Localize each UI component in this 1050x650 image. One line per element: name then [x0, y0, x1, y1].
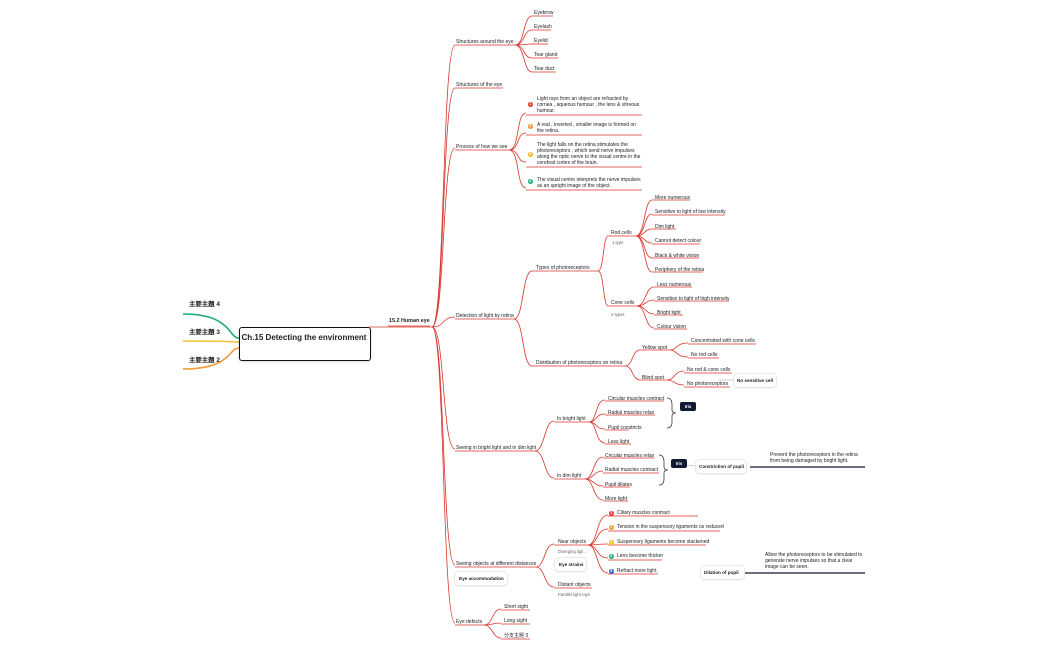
main-branch-human-eye[interactable]: 15.2 Human eye	[389, 318, 430, 324]
acc-step-3[interactable]: Suspensory ligaments become slackened	[617, 539, 710, 545]
blind-item-2[interactable]: No photoreceptors	[687, 381, 729, 387]
topic-detection[interactable]: Detection of light by retina	[456, 313, 514, 319]
rod-cells[interactable]: Rod cells	[611, 230, 632, 236]
cone-item-1[interactable]: Less numerous	[657, 282, 692, 288]
eye-strains: Eye strains	[559, 562, 584, 567]
defect-subtopic-3[interactable]: 分支主題 3	[504, 633, 529, 639]
distant-objects[interactable]: Distant objects	[558, 582, 591, 588]
eye-accommodation: Eye accommodation	[459, 576, 504, 581]
root-topic-box[interactable]	[239, 327, 371, 361]
left-topic-2[interactable]: 主要主題 2	[189, 357, 220, 364]
item-eyelid[interactable]: Eyelid	[534, 38, 548, 44]
iris-bright[interactable]: Iris	[680, 402, 696, 411]
rod-item-2[interactable]: Sensitive to light of low intensity	[655, 209, 726, 215]
item-eyebrow[interactable]: Eyebrow	[534, 10, 554, 16]
defect-short-sight[interactable]: Short sight	[504, 604, 528, 610]
left-topic-4[interactable]: 主要主題 4	[189, 301, 220, 308]
item-tear-gland[interactable]: Tear gland	[534, 52, 558, 58]
step-number-2: 2	[528, 124, 533, 129]
step-number-3: 3	[528, 152, 533, 157]
types-of-photoreceptors[interactable]: Types of photoreceptors	[536, 265, 590, 271]
yellow-spot[interactable]: Yellow spot	[642, 345, 668, 351]
no-sensitive-cell: No sensitive cell	[737, 378, 774, 383]
acc-step-4[interactable]: Lens become thicker	[617, 553, 664, 559]
cone-item-3[interactable]: Bright light	[657, 310, 681, 316]
constriction-of-pupil: Constriction of pupil	[699, 464, 744, 469]
dim-item-1[interactable]: Circular muscles relax	[605, 453, 655, 459]
bright-item-4[interactable]: Less light	[608, 439, 630, 445]
rod-item-3[interactable]: Dim light	[655, 224, 675, 230]
cone-cells-note: 3 types	[611, 312, 625, 317]
acc-step-1[interactable]: Ciliary muscles contract	[617, 510, 670, 516]
bright-item-1[interactable]: Circular muscles contract	[608, 396, 665, 402]
rod-item-1[interactable]: More numerous	[655, 195, 691, 201]
acc-number-5: 5	[609, 569, 614, 574]
topic-process[interactable]: Process of how we see	[456, 144, 508, 150]
dim-item-4[interactable]: More light	[605, 496, 627, 502]
near-objects[interactable]: Near objects	[558, 539, 587, 545]
blind-spot[interactable]: Blind spot	[642, 375, 664, 381]
left-topic-3[interactable]: 主要主題 3	[189, 329, 220, 336]
cone-item-2[interactable]: Sensitive to light of high intensity	[657, 296, 730, 302]
dilation-note: Allow the photoreceptors to be stimulate…	[765, 552, 863, 570]
accommodation-box[interactable]	[455, 572, 507, 585]
topic-structures-of-eye[interactable]: Structures of the eye	[456, 82, 503, 88]
acc-step-2[interactable]: Tension in the suspensory ligaments os r…	[617, 524, 724, 530]
topic-eye-defects[interactable]: Eye defects	[456, 619, 483, 625]
in-dim-light[interactable]: In dim light	[557, 473, 582, 479]
acc-step-5[interactable]: Refract more light	[617, 568, 657, 574]
cone-cells[interactable]: Cone cells	[611, 300, 635, 306]
constriction-box[interactable]	[696, 460, 746, 473]
acc-number-3: 3	[609, 540, 614, 545]
rod-item-5[interactable]: Black & white vision	[655, 253, 700, 259]
constriction-note: Prevent the photoreceptors in the retina…	[770, 452, 858, 464]
distribution[interactable]: Distribution of photoreceptors on retina	[536, 360, 623, 366]
no-sensitive-cell-box[interactable]	[734, 374, 776, 387]
dilation-box[interactable]	[701, 566, 744, 579]
process-step-1[interactable]: Light rays from an object are refracted …	[537, 96, 640, 114]
item-eyelash[interactable]: Eyelash	[534, 24, 552, 30]
step-number-4: 4	[528, 179, 533, 184]
bright-item-3[interactable]: Pupil constricts	[608, 425, 642, 431]
step-number-1: 1	[528, 102, 533, 107]
acc-number-1: 1	[609, 511, 614, 516]
yellow-item-1[interactable]: Concentrated with cone cells	[691, 338, 755, 344]
blind-item-1[interactable]: No rod & cone cells	[687, 367, 731, 373]
rod-item-4[interactable]: Cannot detect colour	[655, 238, 702, 244]
near-note: Diverging ligh...	[558, 549, 587, 554]
topic-seeing-light[interactable]: Seeing in bright light and in dim light	[456, 445, 537, 451]
eye-strains-box[interactable]	[555, 558, 586, 571]
topic-distances[interactable]: Seeing objects at different distances	[456, 561, 537, 567]
acc-number-4: 4	[609, 554, 614, 559]
process-step-2[interactable]: A real , inverted , smaller image is for…	[537, 122, 636, 134]
process-step-4[interactable]: The visual centre interprets the nerve i…	[537, 177, 641, 189]
yellow-item-2[interactable]: No rod cells	[691, 352, 718, 358]
process-step-3[interactable]: The light falls on the retina stimulates…	[537, 142, 641, 166]
root-topic: Ch.15 Detecting the environment	[241, 333, 367, 342]
topic-structures-around[interactable]: Structures around the eye	[456, 39, 514, 45]
rod-cells-note: 1 type	[612, 240, 624, 245]
item-tear-duct[interactable]: Tear duct	[534, 66, 555, 72]
iris-dim[interactable]: Iris	[671, 459, 687, 468]
rod-item-6[interactable]: Periphery of the retina	[655, 267, 705, 273]
dim-item-2[interactable]: Radial muscles contract	[605, 467, 659, 473]
bright-item-2[interactable]: Radial muscles relax	[608, 410, 655, 416]
dim-item-3[interactable]: Pupil dilates	[605, 482, 632, 488]
defect-long-sight[interactable]: Long sight	[504, 618, 528, 624]
acc-number-2: 2	[609, 525, 614, 530]
dilation-of-pupil: Dilation of pupil	[704, 570, 739, 575]
in-bright-light[interactable]: In bright light	[557, 416, 586, 422]
cone-item-4[interactable]: Colour vision	[657, 324, 686, 330]
distant-note: Parallel light rays	[558, 592, 590, 597]
